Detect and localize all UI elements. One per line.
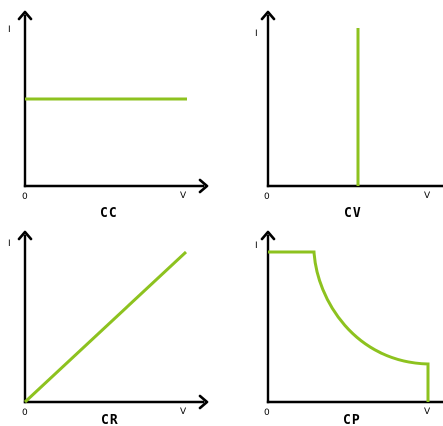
- cp-x-axis-label: V: [424, 407, 431, 417]
- panel-cv: I V 0 CV: [255, 10, 443, 221]
- panel-cr: I V 0 CR: [8, 230, 209, 426]
- cr-y-axis-label: I: [8, 239, 11, 249]
- cp-origin-label: 0: [264, 408, 270, 418]
- cc-x-arrowhead: [198, 178, 209, 194]
- cc-y-axis-label: I: [8, 25, 11, 35]
- cr-x-axis-label: V: [180, 407, 187, 417]
- cr-curve: [23, 250, 188, 404]
- panel-cc: I V 0 CC: [8, 10, 209, 221]
- cv-origin-label: 0: [264, 192, 270, 202]
- cr-x-arrowhead: [198, 394, 209, 410]
- cc-y-arrowhead: [17, 10, 33, 21]
- cv-y-axis-label: I: [255, 29, 258, 39]
- cr-mode-label: CR: [101, 413, 119, 426]
- panel-cp: I V 0 CP: [255, 230, 443, 426]
- cp-y-axis-label: I: [255, 241, 258, 251]
- cv-x-axis-label: V: [424, 191, 431, 201]
- cc-mode-label: CC: [100, 206, 118, 221]
- cc-x-axis-label: V: [180, 191, 187, 201]
- cv-mode-label: CV: [344, 206, 362, 221]
- cv-y-arrowhead: [260, 10, 276, 21]
- cr-y-arrowhead: [17, 230, 33, 241]
- cp-mode-label: CP: [343, 413, 361, 426]
- cc-origin-label: 0: [22, 192, 28, 202]
- cp-y-arrowhead: [260, 230, 276, 241]
- cp-curve: [268, 250, 430, 402]
- cr-origin-label: 0: [22, 408, 28, 418]
